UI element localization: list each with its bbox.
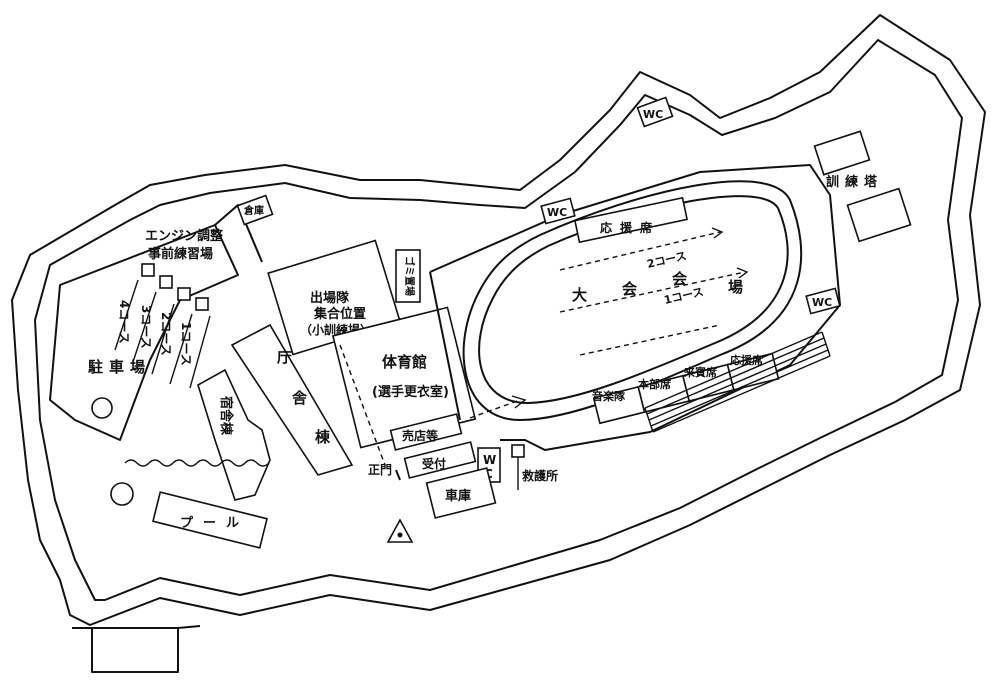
wc-mid-label: WC [547,206,567,219]
hq-label: 本部席 [638,377,671,391]
course3-label: 3コース [139,305,153,349]
wc-right-box [805,287,841,315]
parking-label: 駐車場 [88,358,151,376]
garbage-label: ゴミ置場 [403,256,416,296]
venue-char-c: 会 [672,270,687,288]
pond-circle-icon [91,397,113,419]
site-boundary [11,14,986,626]
dorm-building [197,368,271,501]
tower-box-top [813,130,871,176]
venue-char-d: 場 [728,278,743,296]
assembly-label: 出場隊 [310,290,350,306]
reception-box [403,441,477,479]
first-aid-box [511,444,525,458]
garbage-box [395,249,421,303]
gov-building [230,323,354,476]
gym-label: 体育館 [382,353,427,371]
pool-wavy-line [124,459,270,467]
wc-reception-w: W [483,453,496,467]
reception-label: 受付 [422,456,446,471]
cheer-top-box [573,196,689,244]
practice-lanes [114,263,211,389]
wc-right-label: WC [812,296,832,309]
shop-box [389,413,463,451]
band-label: 音楽隊 [592,389,626,403]
pool-box [152,491,268,549]
dash-arrow-icon [511,395,527,409]
warehouse-label: 倉庫 [243,204,264,217]
gov-mid: 舎 [292,389,308,407]
wc-mid-box [540,197,576,225]
shop-label: 売店等 [402,428,438,443]
track-course2-line [559,231,721,271]
tower-box-bottom [846,187,912,243]
course2-label: 2コース [159,312,173,356]
course1-label: 1コース [179,322,193,366]
bleachers [644,331,831,433]
cheer-right-label: 応援席 [730,353,763,367]
main-gate-label: 正門 [368,463,392,477]
warehouse-box [236,194,274,226]
pool-circle-icon [110,482,134,506]
guests-label: 来賓席 [683,365,717,379]
assembly2-label: 集合位置 [313,306,366,322]
venue-char-b: 会 [622,280,637,298]
dorm-label: 宿舎棟 [218,396,234,436]
route-path [339,344,386,466]
engine-label: エンジン調整 [145,228,224,244]
triangle-marker-icon [386,518,414,543]
track-course2-label: 2コース [646,249,688,271]
track-course1-line [559,271,746,313]
pool-label: プール [180,516,249,531]
training-tower-label: 訓練塔 [826,174,883,190]
venue-char-a: 大 [572,286,587,304]
entrance-area [72,625,201,673]
wc-top-label: WC [643,108,663,121]
gov-bot: 棟 [315,428,331,446]
cheer-top-label: 応援席 [600,220,660,235]
gov-top: 庁 [276,348,292,366]
changing-label: (選手更衣室) [372,384,449,400]
wc-top-box [636,96,674,128]
practice-label: 事前練習場 [148,246,213,262]
garage-label: 車庫 [445,488,471,504]
course4-label: 4コース [117,300,131,344]
first-aid-label: 救護所 [522,468,558,483]
garage-box [425,467,497,519]
